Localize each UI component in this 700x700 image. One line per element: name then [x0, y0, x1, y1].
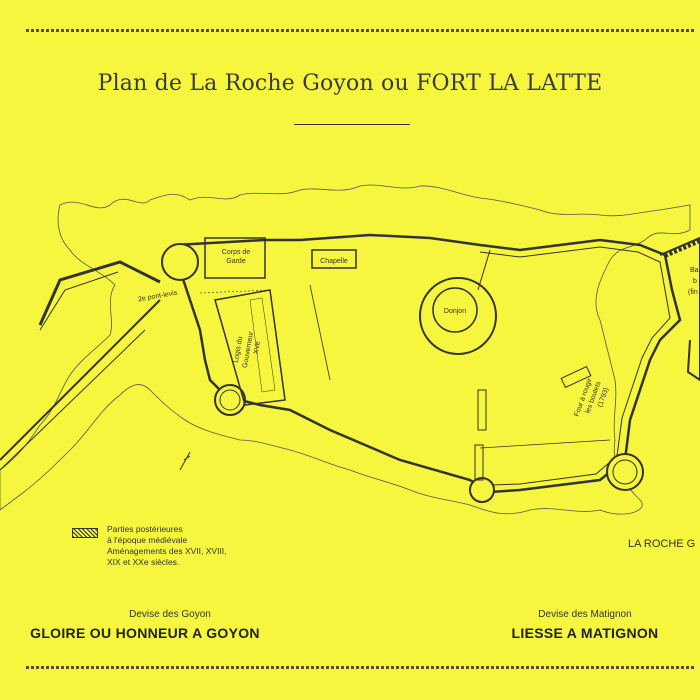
logis-building — [214, 289, 286, 406]
devise-goyon-motto: GLOIRE OU HONNEUR A GOYON — [30, 625, 260, 641]
label-corps-de-garde-2: Garde — [226, 258, 246, 265]
west-wall — [38, 260, 161, 326]
east-tower-inner — [612, 459, 638, 485]
chapelle — [311, 249, 357, 269]
logis-hatch — [249, 297, 276, 393]
south-tower — [214, 384, 246, 416]
label-chapelle: Chapelle — [320, 258, 348, 265]
marker-cross — [179, 451, 191, 471]
inner-wall-line — [479, 246, 671, 486]
top-border — [26, 29, 694, 32]
south-tower-inner — [219, 389, 241, 411]
label-donjon: Donjon — [444, 308, 466, 315]
donjon-moat — [419, 277, 497, 355]
bottom-border — [26, 666, 694, 669]
label-corps-de-garde-1: Corps de — [222, 249, 251, 256]
legend-line-2: à l'époque médiévale — [107, 535, 188, 545]
devise-goyon-label: Devise des Goyon — [129, 609, 211, 620]
page-title: Plan de La Roche Goyon ou FORT LA LATTE — [97, 71, 603, 96]
hatched-wall-1 — [477, 389, 487, 431]
legend-line-3: Aménagements des XVII, XVIII, — [107, 546, 227, 556]
coastline-outline — [0, 184, 691, 515]
main-enclosure — [173, 233, 682, 494]
donjon-tower — [432, 287, 478, 333]
devise-matignon-label: Devise des Matignon — [538, 609, 632, 620]
hatched-wall-2 — [474, 444, 484, 481]
legend-line-1: Parties postérieures — [107, 524, 183, 534]
place-label: LA ROCHE G — [628, 538, 696, 550]
label-logis-3: XVe — [253, 341, 262, 355]
legend: Parties postérieures à l'époque médiéval… — [107, 524, 227, 568]
west-long-wall-2 — [0, 329, 146, 471]
label-logis-1: Logis du — [233, 336, 245, 363]
title-rule — [294, 124, 410, 125]
devise-matignon-motto: LIESSE A MATIGNON — [511, 625, 659, 641]
label-bastion-3: (fin — [688, 289, 698, 296]
legend-line-4: XIX et XXe siècles. — [107, 557, 180, 567]
east-tower — [606, 453, 644, 491]
west-wall-2 — [39, 271, 119, 331]
corps-de-garde — [204, 237, 266, 279]
four-a-rougir — [560, 365, 592, 389]
label-bastion-1: Ba — [690, 267, 699, 274]
label-bastion-2: b — [693, 278, 697, 285]
donjon-bridge — [477, 249, 491, 291]
southeast-tower — [469, 477, 495, 503]
legend-hatch-swatch — [72, 528, 98, 538]
west-long-wall — [0, 299, 161, 461]
east-bastion — [659, 236, 700, 382]
gate-tower — [161, 243, 199, 281]
